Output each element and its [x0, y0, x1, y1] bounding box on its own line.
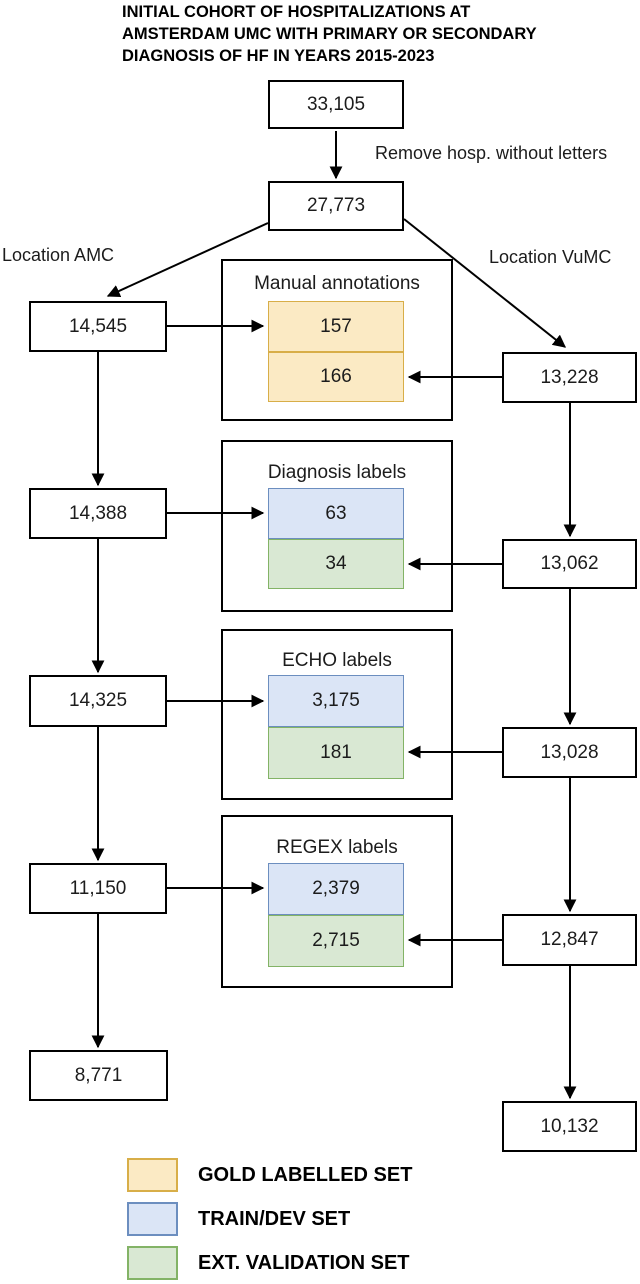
cell-regex-ext: 2,715	[268, 915, 404, 967]
diagram-title-line3: DIAGNOSIS OF HF IN YEARS 2015-2023	[122, 47, 435, 65]
branch-label-vumc: Location VuMC	[489, 247, 612, 267]
legend-label-train: TRAIN/DEV SET	[198, 1207, 351, 1230]
box-vumc-2: 13,062	[502, 539, 637, 589]
group-title-diagnosis-labels: Diagnosis labels	[267, 462, 407, 483]
cell-diagnosis-ext: 34	[268, 539, 404, 589]
box-initial-cohort: 33,105	[268, 80, 404, 129]
legend-item-train: TRAIN/DEV SET	[127, 1202, 447, 1236]
group-title-echo-labels: ECHO labels	[282, 650, 392, 671]
box-amc-2: 14,388	[29, 488, 167, 539]
cell-echo-train: 3,175	[268, 675, 404, 727]
box-amc-3: 14,325	[29, 675, 167, 727]
legend-label-ext: EXT. VALIDATION SET	[198, 1251, 410, 1274]
diagram-title-line2: AMSTERDAM UMC WITH PRIMARY OR SECONDARY	[122, 25, 537, 43]
group-title-regex-labels: REGEX labels	[276, 837, 398, 858]
legend-swatch-ext	[127, 1246, 178, 1280]
group-title-manual-annotations: Manual annotations	[254, 273, 420, 294]
legend-swatch-gold	[127, 1158, 178, 1192]
box-vumc-5: 10,132	[502, 1101, 637, 1152]
box-amc-4: 11,150	[29, 863, 167, 914]
legend-swatch-train	[127, 1202, 178, 1236]
branch-label-amc: Location AMC	[2, 245, 115, 265]
box-vumc-1: 13,228	[502, 352, 637, 403]
box-vumc-3: 13,028	[502, 727, 637, 778]
box-amc-1: 14,545	[29, 301, 167, 352]
cell-diagnosis-train: 63	[268, 488, 404, 539]
box-amc-5: 8,771	[29, 1050, 168, 1101]
box-after-letter-filter: 27,773	[268, 181, 404, 231]
cell-manual-amc: 157	[268, 301, 404, 352]
diagram-title: INITIAL COHORT OF HOSPITALIZATIONS AT AM…	[122, 1, 542, 67]
cell-regex-train: 2,379	[268, 863, 404, 915]
cell-echo-ext: 181	[268, 727, 404, 779]
diagram-title-line1: INITIAL COHORT OF HOSPITALIZATIONS AT	[122, 3, 471, 21]
legend-label-gold: GOLD LABELLED SET	[198, 1163, 413, 1186]
box-vumc-4: 12,847	[502, 914, 637, 966]
legend-item-ext: EXT. VALIDATION SET	[127, 1246, 447, 1280]
edge-label-remove-hosp: Remove hosp. without letters	[375, 143, 608, 163]
legend-item-gold: GOLD LABELLED SET	[127, 1158, 447, 1192]
cell-manual-vumc: 166	[268, 352, 404, 402]
